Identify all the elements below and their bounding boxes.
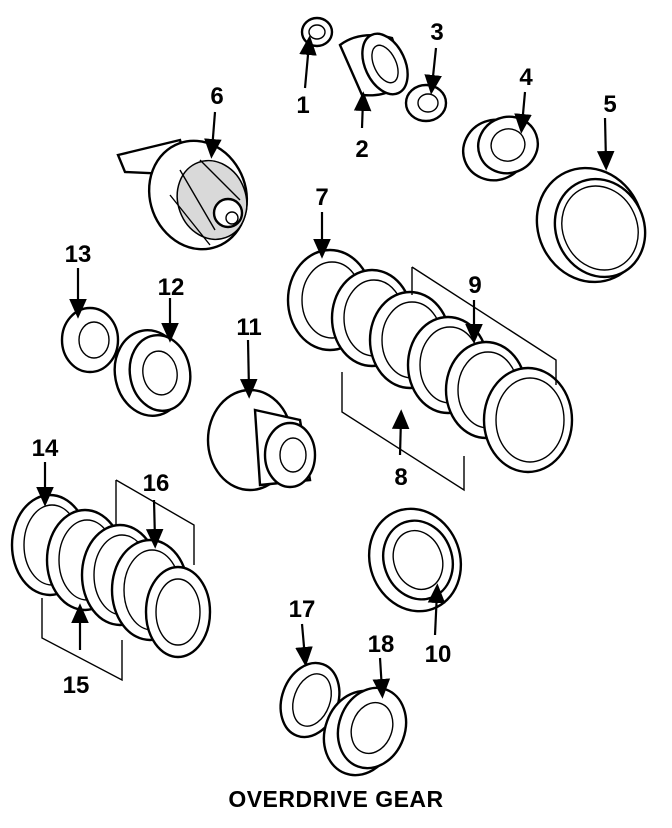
part-4-bearing — [462, 115, 539, 182]
callout-8: 8 — [394, 464, 407, 491]
callout-3: 3 — [430, 19, 443, 46]
part-11-sun-gear — [206, 388, 317, 492]
part-10-lugged-ring — [367, 507, 463, 613]
part-18-bearing — [322, 686, 408, 777]
callout-15: 15 — [63, 672, 90, 699]
upper-clutch-pack — [286, 248, 574, 474]
callout-2: 2 — [355, 136, 368, 163]
part-13-gear — [60, 306, 120, 374]
callout-4: 4 — [519, 64, 533, 91]
part-5-ring — [535, 166, 647, 284]
callout-6: 6 — [210, 83, 223, 110]
diagram-title: OVERDRIVE GEAR — [228, 786, 444, 812]
part-1-nut — [300, 16, 334, 48]
callout-9: 9 — [468, 272, 481, 299]
callout-16: 16 — [143, 470, 170, 497]
part-12-bearing — [113, 329, 192, 417]
callout-18: 18 — [368, 631, 395, 658]
callout-13: 13 — [65, 241, 92, 268]
callout-5: 5 — [603, 91, 616, 118]
callout-11: 11 — [236, 314, 261, 341]
callout-12: 12 — [158, 274, 185, 301]
callout-17: 17 — [289, 596, 316, 623]
callout-14: 14 — [32, 435, 59, 462]
part-6-planetary-carrier — [116, 138, 249, 251]
callout-10: 10 — [425, 641, 452, 668]
callout-1: 1 — [296, 92, 309, 119]
lower-clutch-pack — [10, 493, 212, 659]
leader-lines — [36, 35, 615, 699]
part-2-bearing-cage — [338, 32, 409, 97]
part-3-race — [404, 83, 448, 123]
callout-7: 7 — [315, 184, 328, 211]
